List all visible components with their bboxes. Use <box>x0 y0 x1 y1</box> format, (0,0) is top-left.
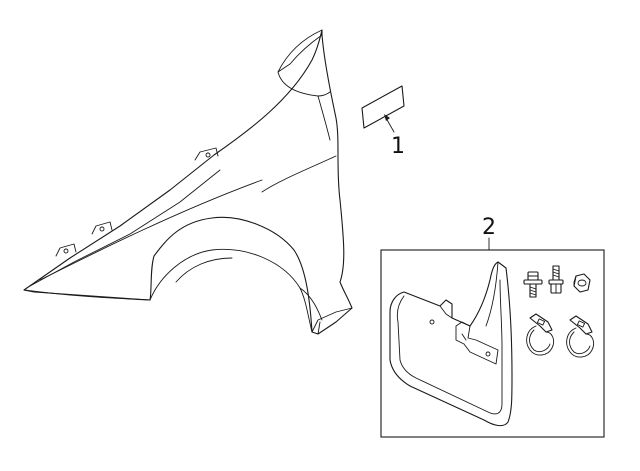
splash-guard-kit-box <box>380 249 605 438</box>
clip-icon[interactable] <box>566 315 595 358</box>
mud-flap-icon[interactable] <box>389 261 513 427</box>
fender-panel-icon[interactable] <box>23 29 353 335</box>
fender-label-icon[interactable] <box>361 85 405 129</box>
callout-1-label: 1 <box>391 134 405 159</box>
clip-icon[interactable] <box>526 313 555 356</box>
callout-1-leader <box>384 114 395 133</box>
nut-icon[interactable] <box>573 273 591 293</box>
bolt-icon[interactable] <box>523 271 543 298</box>
callout-2-label: 2 <box>482 215 496 240</box>
bolt-icon[interactable] <box>548 265 564 294</box>
